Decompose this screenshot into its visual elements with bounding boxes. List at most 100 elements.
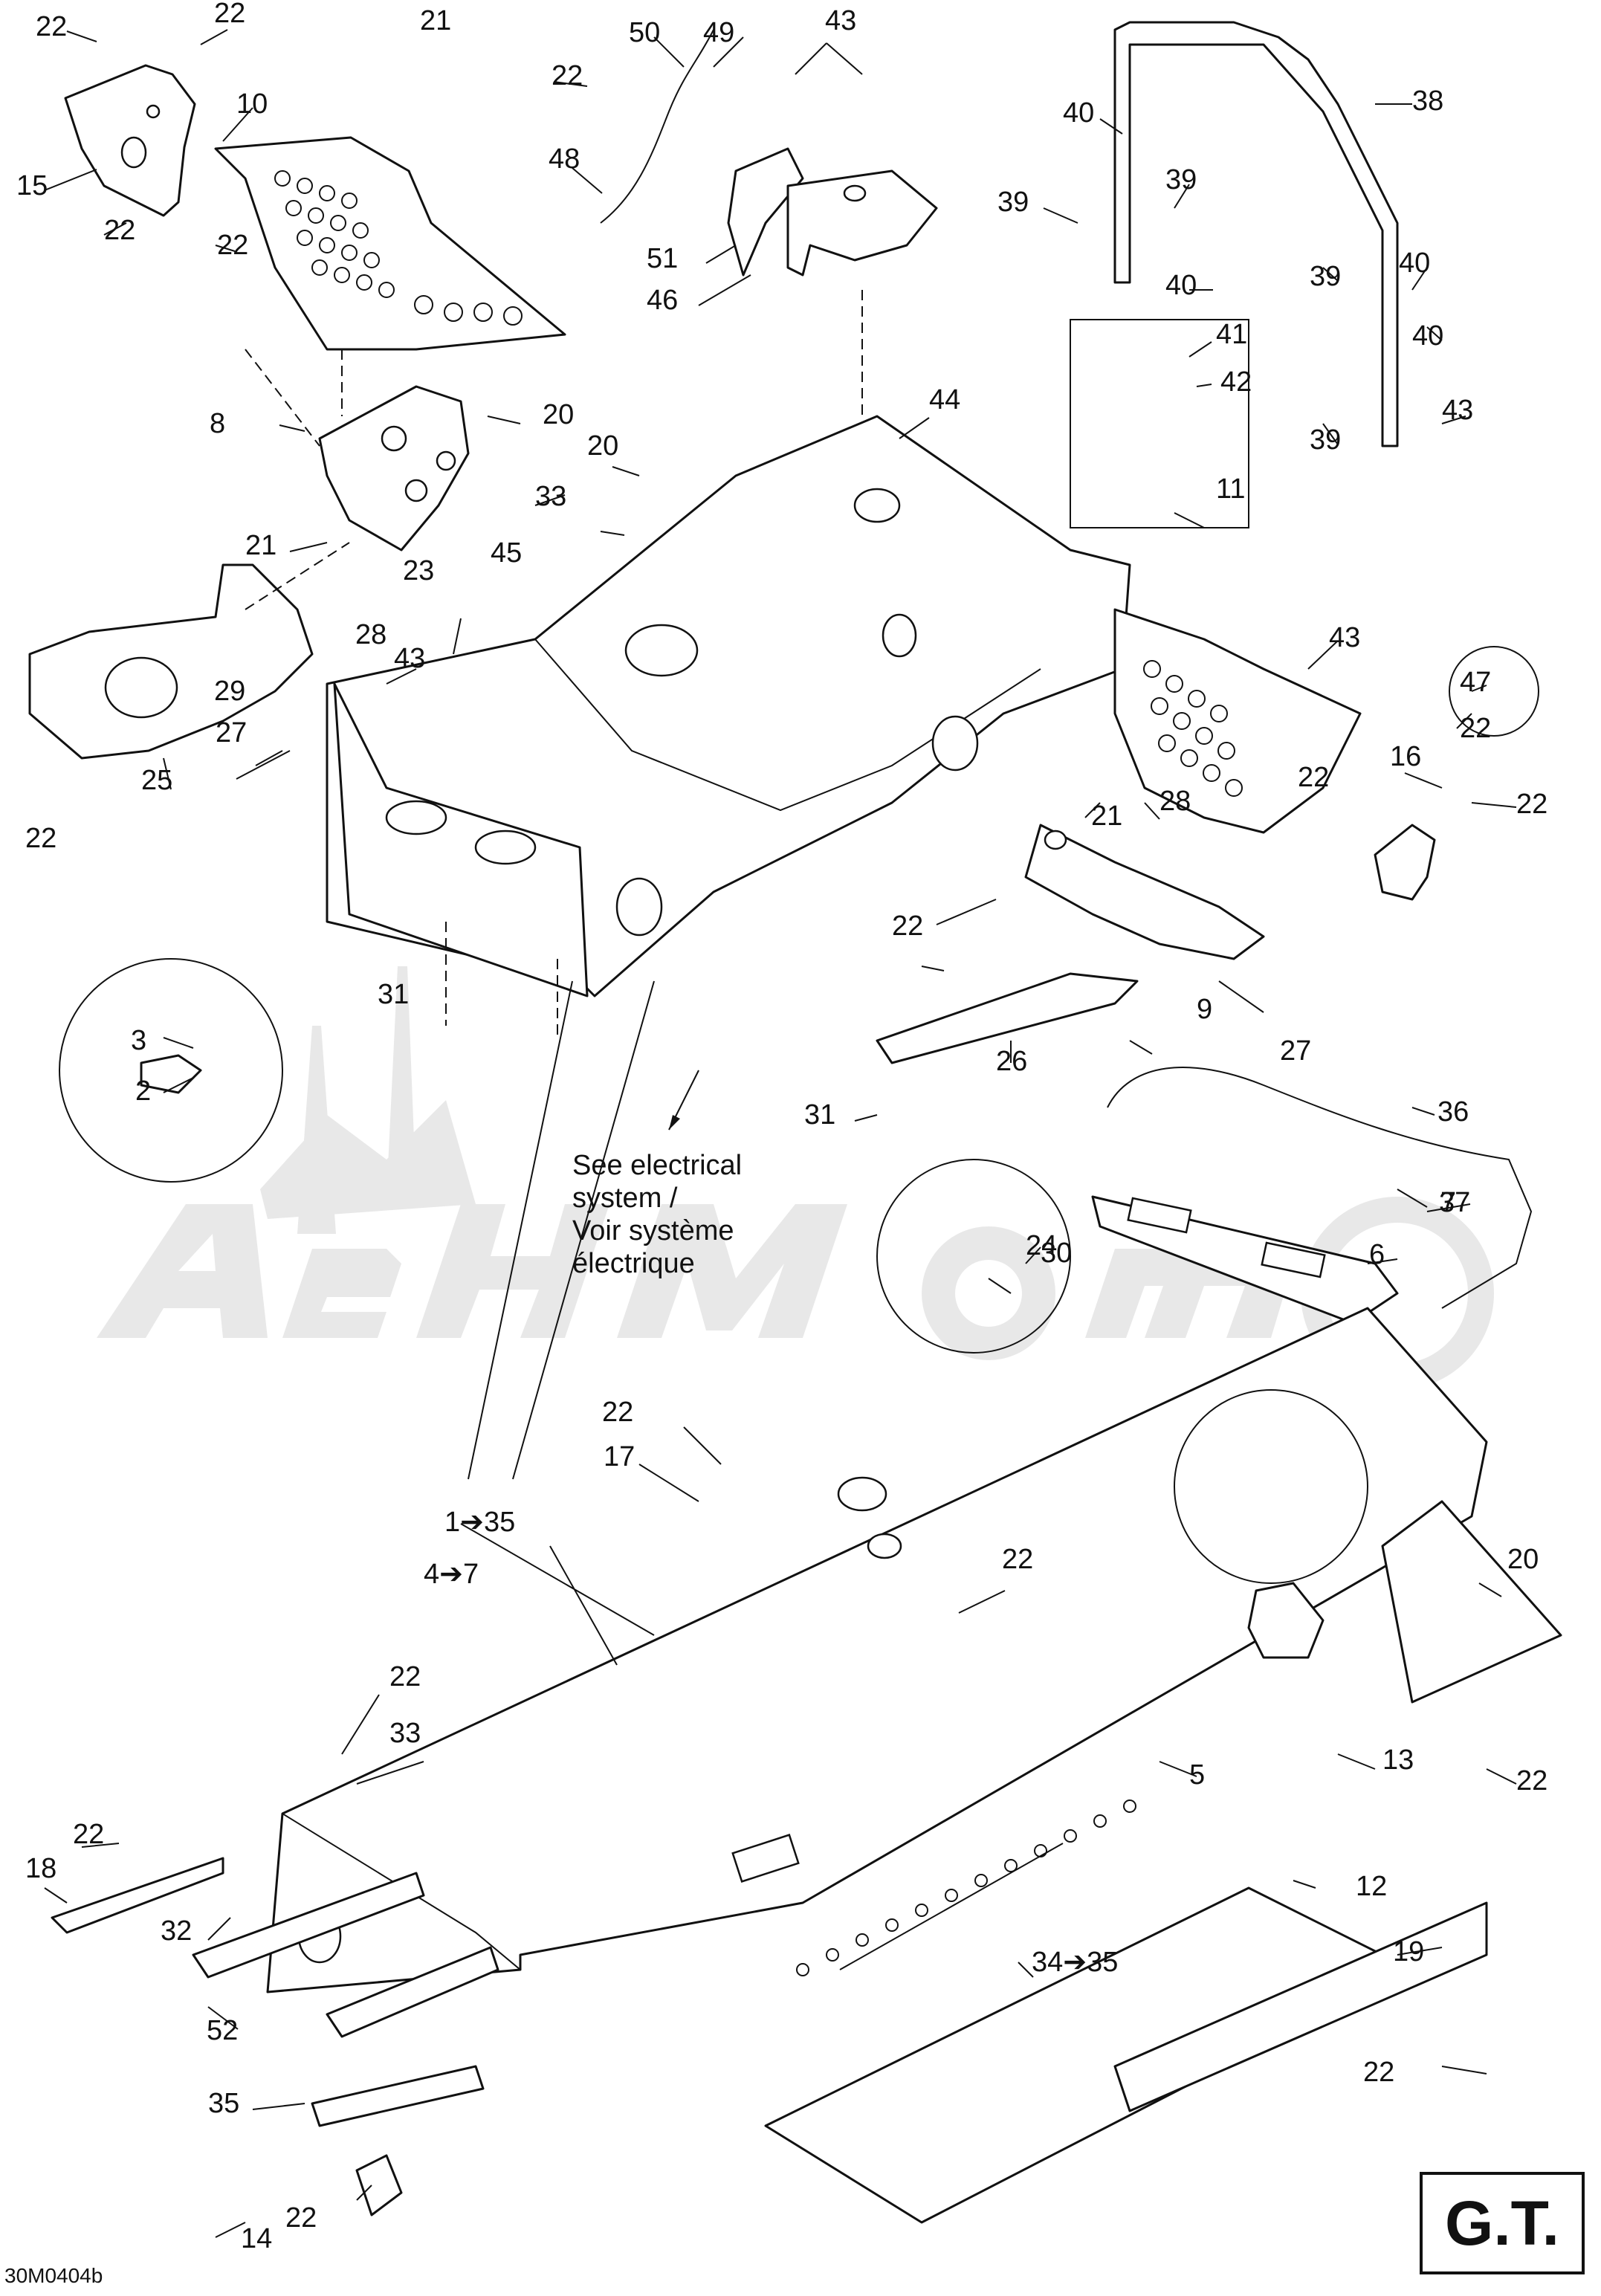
callout-label: 27 (216, 717, 247, 748)
callout-label: 48 (549, 143, 580, 175)
callout-label: 4➔7 (424, 1559, 479, 1590)
electrical-note: See electrical system / Voir système éle… (572, 1070, 742, 1279)
callout-label: 40 (1399, 248, 1430, 279)
callout-label: 40 (1165, 270, 1197, 301)
callout-label: 13 (1382, 1744, 1414, 1776)
drawing-code: 30M0404b (4, 2264, 103, 2287)
callout-label: 38 (1412, 85, 1443, 117)
callout-label: 39 (1310, 424, 1341, 456)
rear-bumper-and-plate (1091, 1067, 1533, 1325)
callout-label: 22 (36, 11, 67, 42)
callout-label: 22 (73, 1819, 104, 1850)
callout-label: 35 (208, 2088, 239, 2119)
callout-label: 25 (141, 765, 172, 796)
right-upper-assembly (876, 21, 1539, 1064)
callout-label: 40 (1412, 320, 1443, 352)
callout-label: 39 (1165, 164, 1197, 195)
callout-label: 21 (1091, 801, 1122, 832)
note-line-2: system / (572, 1183, 678, 1214)
callout-label: 22 (389, 1661, 421, 1692)
callout-label: 49 (703, 17, 734, 48)
callout-label: 43 (825, 5, 856, 36)
callout-label: 45 (491, 537, 522, 569)
callout-label: 39 (1310, 261, 1341, 292)
callout-label: 17 (604, 1441, 635, 1472)
callout-label: 40 (1063, 97, 1094, 129)
callout-label: 21 (245, 530, 276, 561)
callout-label: 29 (214, 676, 245, 707)
steering-support-left (28, 64, 566, 760)
callout-label: 27 (1280, 1035, 1311, 1067)
callout-label: 8 (210, 408, 225, 439)
callout-label: 52 (207, 2015, 238, 2046)
callout-label: 22 (285, 2202, 317, 2234)
callout-label: 3 (131, 1025, 146, 1056)
callout-label: 15 (16, 170, 48, 201)
callout-label: 37 (1439, 1187, 1470, 1218)
callout-label: 22 (214, 0, 245, 29)
callout-label: 6 (1369, 1239, 1385, 1270)
detail-circles (59, 958, 1368, 1584)
callout-label: 24 (1026, 1230, 1057, 1261)
callout-label: 28 (1159, 786, 1191, 817)
callout-label: 43 (1329, 622, 1360, 653)
callout-label: 42 (1220, 366, 1252, 398)
tunnel-platform (266, 1307, 1562, 2224)
callout-label: 41 (1216, 319, 1247, 350)
callout-label: 33 (389, 1718, 421, 1749)
callout-label: 20 (587, 430, 618, 462)
callout-label: 34➔35 (1032, 1947, 1118, 1978)
model-badge: G.T. (1420, 2172, 1585, 2274)
callout-label: 31 (804, 1099, 835, 1131)
callout-label: 31 (378, 979, 409, 1010)
callout-label: 5 (1189, 1759, 1205, 1791)
callout-label: 22 (1298, 762, 1329, 793)
callout-label: 28 (355, 619, 386, 650)
callout-label: 22 (104, 215, 135, 246)
callout-label: 33 (535, 481, 566, 512)
callout-label: 43 (1442, 395, 1473, 426)
callout-label: 19 (1393, 1936, 1424, 1967)
callout-label: 12 (1356, 1871, 1387, 1902)
watermark (97, 966, 1494, 1390)
note-line-1: See electrical (572, 1150, 742, 1181)
callout-label: 32 (161, 1915, 192, 1947)
callout-label: 22 (1516, 1765, 1547, 1797)
callout-label: 43 (394, 643, 425, 674)
callout-label: 11 (1216, 473, 1245, 505)
upper-middle-parts (600, 29, 938, 416)
callout-label: 26 (996, 1046, 1027, 1077)
note-line-3: Voir système (572, 1215, 734, 1246)
callout-label: 20 (1507, 1544, 1539, 1575)
callout-label: 22 (25, 823, 56, 854)
callout-label: 7 (1440, 1187, 1456, 1218)
callout-label: 2 (135, 1076, 151, 1107)
callout-label: 22 (602, 1397, 633, 1428)
callout-label: 18 (25, 1853, 56, 1884)
callout-label: 16 (1390, 741, 1421, 772)
callout-label: 22 (552, 60, 583, 91)
note-line-4: électrique (572, 1248, 695, 1279)
callout-label: 22 (217, 230, 248, 261)
callout-label: 44 (929, 384, 960, 415)
callout-label: 39 (997, 187, 1029, 218)
callout-label: 23 (403, 555, 434, 586)
callout-label: 36 (1437, 1096, 1469, 1128)
callout-label: 14 (241, 2223, 272, 2254)
callout-label: 22 (892, 911, 923, 942)
callout-label: 22 (1460, 713, 1491, 744)
callout-label: 9 (1197, 994, 1212, 1025)
callout-label: 46 (647, 285, 678, 316)
callout-label: 30 (1041, 1238, 1072, 1269)
callout-label: 10 (236, 88, 268, 120)
note-arrow-head (669, 1115, 680, 1130)
callout-label: 22 (1363, 2057, 1394, 2088)
callout-label: 50 (629, 17, 660, 48)
callout-label: 51 (647, 243, 678, 274)
callout-label: 20 (543, 399, 574, 430)
left-rails (51, 1857, 499, 2216)
callout-label: 47 (1460, 667, 1491, 698)
